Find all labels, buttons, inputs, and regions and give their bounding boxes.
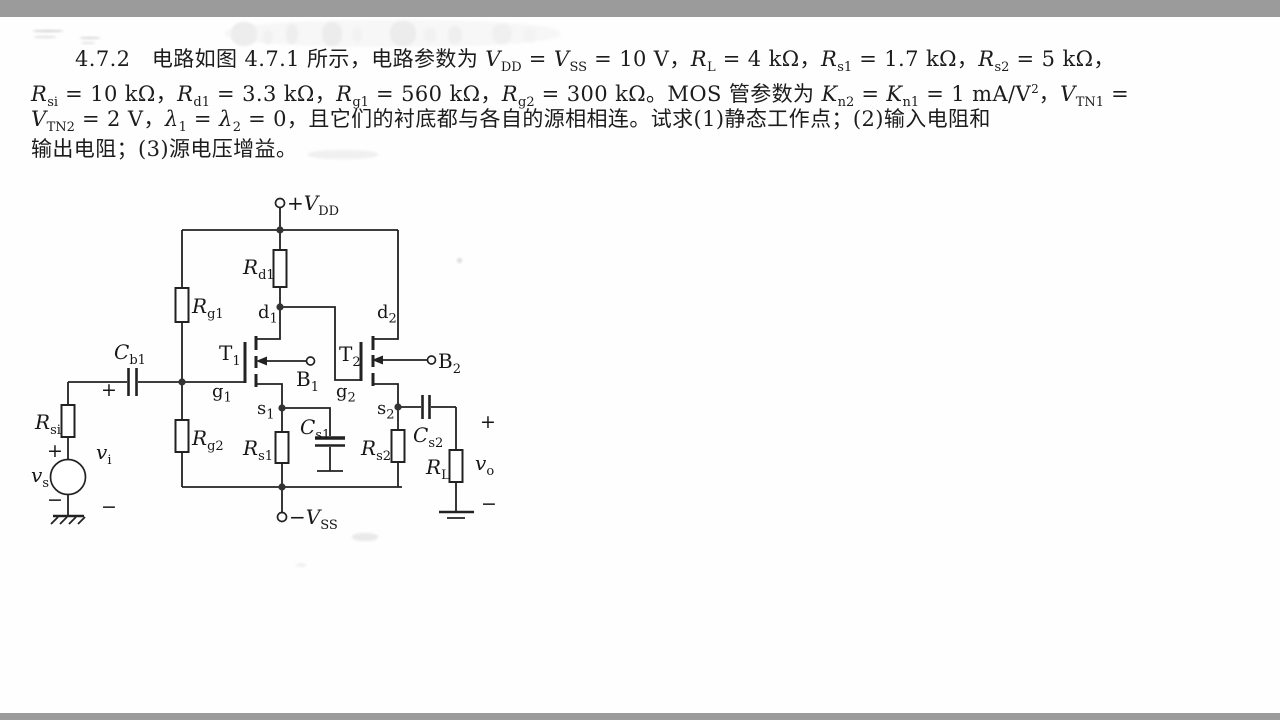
ground-vs <box>50 514 86 525</box>
label-rd1: Rd1 <box>243 255 275 283</box>
artifact-smudge <box>352 28 362 42</box>
label-cs2: Cs2 <box>413 423 444 451</box>
minus-sign-vs: − <box>47 489 63 511</box>
label-rs1: Rs1 <box>243 436 274 464</box>
label-d1: d1 <box>258 302 278 327</box>
resistor-rs2 <box>390 429 406 463</box>
label-vdd: +VDD <box>287 191 340 219</box>
terminal-b2 <box>426 355 437 365</box>
label-g2: g2 <box>336 381 356 406</box>
resistor-rl <box>448 449 464 483</box>
artifact-dash <box>81 42 95 44</box>
problem-line-3: VTN2 = 2 V，λ1 = λ2 = 0，且它们的衬底都与各自的源相相连。试… <box>31 107 991 136</box>
artifact-smudge <box>390 21 416 46</box>
label-rs2: Rs2 <box>361 436 392 464</box>
capacitor-cb1 <box>127 368 138 396</box>
mosfet-t1 <box>243 336 306 387</box>
artifact-dash <box>34 36 56 38</box>
label-b1: B1 <box>296 367 319 395</box>
plus-sign-vs: + <box>47 440 63 462</box>
artifact-smudge <box>424 28 436 42</box>
resistor-rsi <box>60 404 76 438</box>
problem-line-2: Rsi = 10 kΩ，Rd1 = 3.3 kΩ，Rg1 = 560 kΩ，Rg… <box>31 82 1130 111</box>
artifact-dash <box>80 37 100 39</box>
artifact-smudge <box>448 26 462 44</box>
artifact-smudge <box>296 563 306 567</box>
artifact-smudge <box>457 258 462 263</box>
artifact-smudge <box>322 22 342 46</box>
label-rl: RL <box>426 455 450 483</box>
bottom-bar <box>0 713 1280 720</box>
terminal-b1 <box>305 356 316 366</box>
source-vs <box>49 458 87 496</box>
resistor-rg2 <box>174 419 190 453</box>
label-d2: d2 <box>377 302 397 327</box>
artifact-smudge <box>286 24 298 44</box>
label-b2: B2 <box>438 349 461 377</box>
artifact-dash <box>33 30 63 32</box>
label-vo: vo <box>475 451 495 479</box>
minus-sign-vi: − <box>101 496 117 518</box>
label-s1: s1 <box>257 398 275 423</box>
label-s2: s2 <box>377 398 395 423</box>
capacitor-cs1 <box>315 436 345 447</box>
label-rg1: Rg1 <box>192 294 224 322</box>
artifact-smudge <box>352 533 378 541</box>
junction-dots <box>178 226 402 491</box>
top-bar <box>0 0 1280 17</box>
capacitor-cs2 <box>421 395 431 419</box>
circuit-wires <box>67 208 457 516</box>
label-rg2: Rg2 <box>192 426 224 454</box>
label-cb1: Cb1 <box>114 340 146 368</box>
problem-line-4: 输出电阻；(3)源电压增益。 <box>31 137 298 161</box>
label-vi: vi <box>96 440 112 468</box>
plus-sign-cb1: + <box>101 379 117 401</box>
label-g1: g1 <box>212 381 232 406</box>
label-vss: −VSS <box>289 505 338 533</box>
label-rsi: Rsi <box>35 410 61 438</box>
resistor-rd1 <box>272 249 288 288</box>
ground-rl <box>439 510 474 519</box>
minus-sign-vo: − <box>481 493 497 515</box>
artifact-smudge <box>492 24 512 44</box>
terminal-vdd <box>274 197 286 209</box>
artifact-smudge <box>308 150 378 159</box>
label-vs: vs <box>31 463 49 491</box>
artifact-smudge <box>263 30 273 44</box>
label-t1: T1 <box>219 341 241 369</box>
resistor-rg1 <box>174 287 190 323</box>
mosfet-t2 <box>359 336 427 386</box>
label-cs1: Cs1 <box>300 415 331 443</box>
terminal-vss <box>276 511 288 523</box>
label-t2: T2 <box>339 342 361 370</box>
resistor-rs1 <box>274 431 290 464</box>
artifact-smudge <box>231 22 257 46</box>
problem-line-1: 4.7.2 电路如图 4.7.1 所示，电路参数为 VDD = VSS = 10… <box>75 47 1115 76</box>
artifact-smudge <box>524 28 536 42</box>
plus-sign-vo: + <box>480 411 496 433</box>
